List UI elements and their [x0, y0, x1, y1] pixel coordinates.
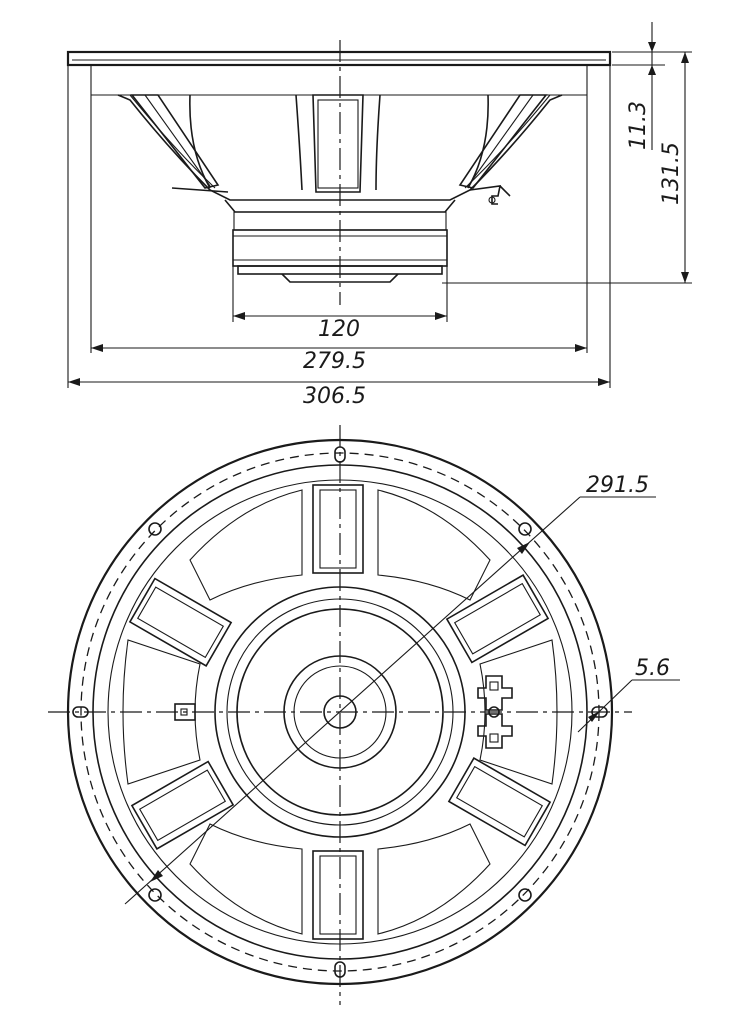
side-view: [66, 22, 692, 388]
dim-mounting-hole: 5.6: [635, 656, 670, 681]
dim-outer-diameter: 306.5: [68, 378, 610, 409]
dim-mounting-hole-leader: [577, 679, 633, 733]
left-terminal-tab: [171, 187, 229, 193]
terminal-block: [477, 675, 513, 749]
left-tab: [174, 703, 196, 721]
dim-bolt-circle-text: 291.5: [586, 473, 649, 498]
dim-magnet-diameter-text: 120: [318, 317, 360, 342]
dim-magnet-diameter: 120: [232, 266, 448, 342]
basket-windows: [122, 489, 558, 935]
terminal-clip: [469, 185, 511, 205]
dim-bolt-circle: 291.5: [586, 473, 649, 498]
dim-overall-depth: 131.5: [659, 142, 684, 205]
dim-mounting-hole-text: 5.6: [635, 656, 670, 681]
mounting-holes: [72, 446, 608, 978]
basket-ribs-side: [130, 94, 548, 193]
pole-vent: [323, 695, 357, 729]
front-view: [48, 425, 680, 1005]
front-flange: [66, 50, 612, 67]
outer-rim: [66, 438, 614, 986]
cone-ring: [236, 608, 444, 816]
dim-bolt-circle-leader: [124, 496, 581, 905]
dim-baffle-cutout: 279.5: [91, 344, 587, 374]
dim-flange-thickness: 11.3: [626, 101, 651, 150]
dim-baffle-cutout-text: 279.5: [303, 349, 366, 374]
dust-cap-outer: [283, 655, 397, 769]
pole-piece: [281, 273, 399, 283]
dim-overall-depth-text: 131.5: [659, 142, 684, 205]
basket-spokes: [128, 484, 552, 940]
surround-ring: [214, 586, 466, 838]
dim-flange-thickness-text: 11.3: [626, 101, 651, 150]
flange-inner-ring: [92, 464, 588, 960]
dim-outer-diameter-text: 306.5: [303, 384, 366, 409]
